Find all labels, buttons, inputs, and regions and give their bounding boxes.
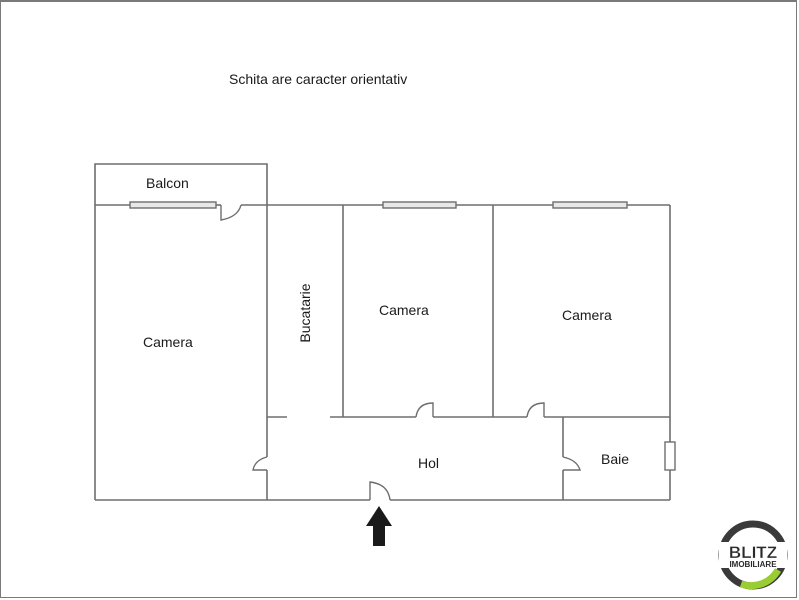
balcony-wall	[94, 163, 268, 205]
room-label-camera-left: Camera	[143, 334, 193, 350]
plan-note: Schita are caracter orientativ	[229, 71, 408, 87]
door-camera-middle	[415, 402, 434, 418]
window	[552, 201, 628, 209]
blitz-logo: BLITZ IMOBILIARE	[716, 518, 790, 592]
room-label-camera-middle: Camera	[379, 302, 429, 318]
logo-tagline: IMOBILIARE	[729, 560, 777, 569]
logo-brand: BLITZ	[729, 543, 777, 562]
door-baie	[562, 456, 581, 471]
window	[382, 201, 457, 209]
window	[664, 441, 676, 471]
arrow-up-icon	[366, 506, 392, 546]
room-label-bucatarie: Bucatarie	[297, 283, 313, 343]
door-entrance	[369, 481, 391, 501]
room-label-camera-right: Camera	[562, 307, 612, 323]
door-balcony	[220, 204, 242, 221]
room-label-hol: Hol	[418, 455, 440, 471]
window	[129, 201, 217, 209]
room-label-baie: Baie	[601, 451, 630, 467]
room-label-balcon: Balcon	[146, 175, 189, 191]
door-camera-right	[526, 402, 545, 418]
door-hol-left	[252, 456, 268, 471]
